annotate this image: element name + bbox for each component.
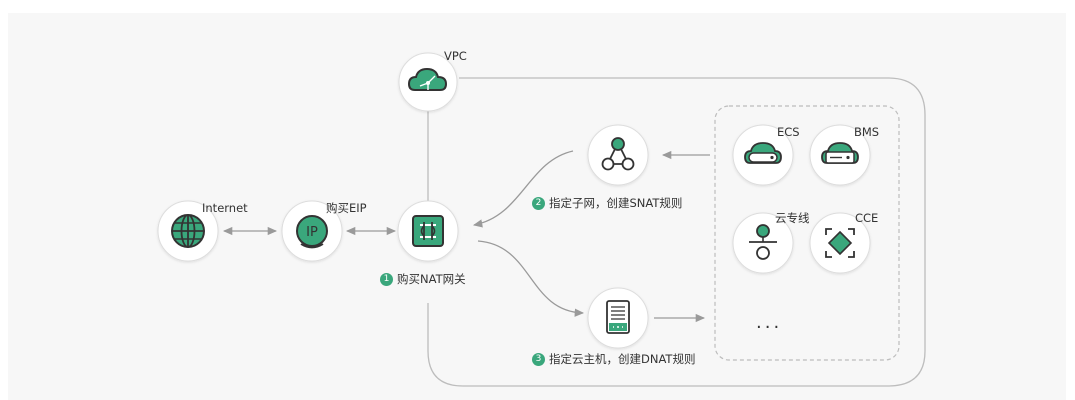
nat-gateway-node[interactable]: [397, 200, 459, 262]
nat-to-host-arrow: [477, 240, 585, 317]
eip-node[interactable]: IP: [281, 200, 343, 262]
server-icon: [606, 300, 630, 334]
cce-icon: [825, 228, 855, 258]
bms-node[interactable]: [809, 124, 871, 186]
step-1-text: 购买NAT网关: [397, 272, 466, 286]
step-2-label: 2 指定子网，创建SNAT规则: [532, 196, 682, 210]
diagram-canvas: IP: [8, 13, 1066, 400]
step-1-label: 1 购买NAT网关: [380, 272, 466, 286]
cloud-server-icon: [744, 142, 782, 164]
ip-icon: IP: [296, 215, 328, 249]
vpc-boundary: [427, 77, 926, 387]
globe-icon: [171, 214, 205, 248]
nat-topology-diagram: IP: [157, 52, 926, 387]
cce-node[interactable]: [809, 212, 871, 274]
host-node[interactable]: [587, 287, 649, 349]
internet-label: Internet: [202, 201, 248, 215]
direct-connect-label: 云专线: [775, 211, 810, 225]
step-badge: 2: [532, 196, 545, 210]
bms-label: BMS: [854, 125, 880, 139]
step-3-text: 指定云主机，创建DNAT规则: [549, 352, 696, 366]
subnet-icon: [601, 137, 635, 171]
eip-label: 购买EIP: [326, 201, 367, 215]
direct-connect-node[interactable]: [732, 212, 794, 274]
more-resources-indicator: ···: [756, 317, 783, 338]
step-2-text: 指定子网，创建SNAT规则: [549, 196, 683, 210]
internet-node[interactable]: [157, 200, 219, 262]
cloud-vpc-icon: [407, 67, 448, 91]
cce-label: CCE: [855, 211, 879, 225]
step-3-label: 3 指定云主机，创建DNAT规则: [532, 352, 695, 366]
nat-gateway-icon: [412, 215, 444, 247]
subnet-to-nat-arrow: [472, 150, 574, 228]
vpc-node[interactable]: [398, 52, 458, 112]
svg-text:IP: IP: [306, 225, 318, 240]
step-badge: 3: [532, 352, 545, 366]
ecs-node[interactable]: [732, 124, 794, 186]
cloud-server-icon: [821, 142, 859, 164]
subnet-node[interactable]: [587, 124, 649, 186]
direct-connect-icon: [749, 224, 777, 260]
ecs-label: ECS: [777, 125, 800, 139]
resources-group-box: [714, 105, 900, 361]
step-badge: 1: [380, 272, 393, 286]
vpc-label: VPC: [444, 49, 467, 63]
